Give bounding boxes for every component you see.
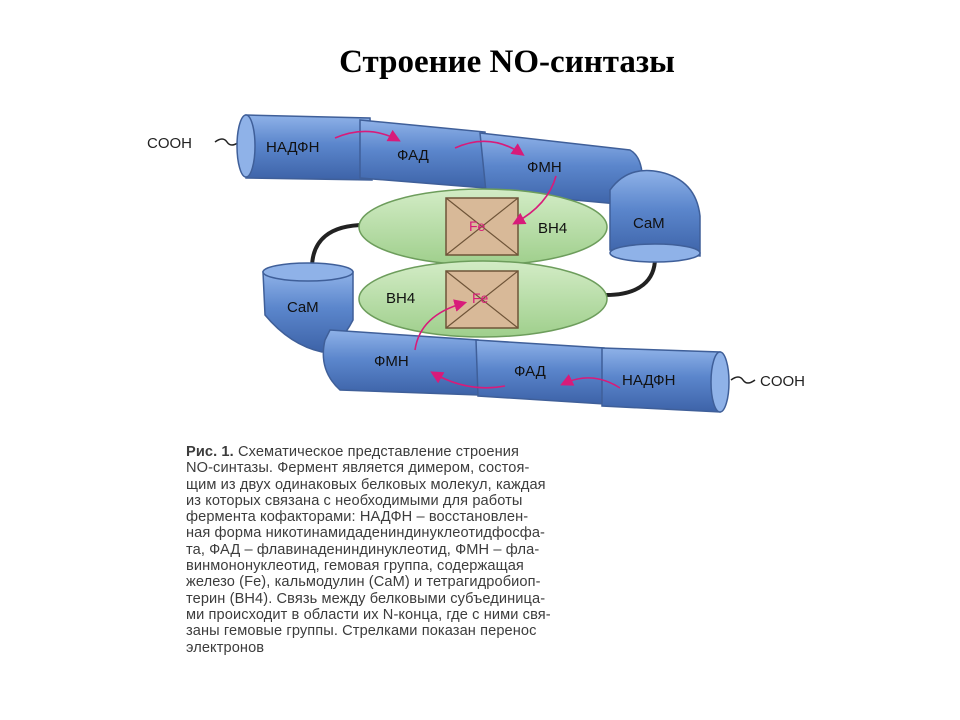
caption-line-12: заны гемовые группы. Стрелками показан п… <box>186 623 537 640</box>
right-linker <box>605 257 657 297</box>
bottom-bh4-label: BH4 <box>386 290 415 307</box>
bottom-fad-segment: ФАД <box>475 339 605 405</box>
caption-line-1: Рис. 1. Схематическое представление стро… <box>186 444 520 460</box>
caption-line-9: железо (Fe), кальмодулин (CaM) и тетраги… <box>186 574 541 591</box>
top-fmn-label: ФМН <box>527 159 562 176</box>
cooh-right-label: COOH <box>760 373 805 390</box>
bottom-cam-label: CaM <box>287 299 319 316</box>
caption-line-8: винмононуклеотид, гемовая группа, содерж… <box>186 558 524 575</box>
caption-line-7: та, ФАД – флавинадениндинуклеотид, ФМН –… <box>186 541 540 558</box>
top-cam-segment: CaM <box>609 169 701 263</box>
caption-line-5: фермента кофакторами: НАДФН – восстановл… <box>186 509 529 526</box>
caption-line-2: NO-синтазы. Фермент является димером, со… <box>186 460 530 477</box>
top-nadph-segment: НАДФН <box>236 114 373 181</box>
left-linker <box>310 223 366 269</box>
arrow-fad-fmn-top <box>454 140 525 156</box>
top-nadph-label: НАДФН <box>266 139 319 156</box>
caption-line-3: щим из двух одинаковых белковых молекул,… <box>186 476 546 493</box>
caption-label: Рис. 1. <box>186 444 234 460</box>
arrow-nadph-fad-top <box>334 129 401 142</box>
figure-caption: Рис. 1. Схематическое представление стро… <box>186 444 796 656</box>
nos-structure-diagram: COOH НАДФН ФАД ФМН CaM Fe BH4 CaM <box>147 114 805 413</box>
cooh-left-tail <box>214 138 240 146</box>
top-fad-segment: ФАД <box>359 119 487 189</box>
cooh-left-label: COOH <box>147 135 192 152</box>
top-heme-oval: Fe BH4 <box>358 188 608 266</box>
bottom-fmn-segment: ФМН <box>322 329 479 396</box>
caption-line-13: электронов <box>186 639 265 656</box>
caption-line-6: ная форма никотинамидадениндинуклеотидфо… <box>186 525 546 542</box>
top-fe-label: Fe <box>469 218 486 234</box>
caption-line-11: ми происходит в области их N-конца, где … <box>186 606 551 623</box>
bottom-fad-label: ФАД <box>514 363 546 380</box>
bottom-fmn-label: ФМН <box>374 353 409 370</box>
caption-line-4: из которых связана с необходимыми для ра… <box>186 492 523 509</box>
bottom-heme-oval: Fe BH4 <box>358 260 608 338</box>
arrow-fmn-fe-bottom <box>414 299 468 351</box>
slide-title: Строение NO-синтазы <box>339 44 675 80</box>
arrow-nadph-fad-bottom <box>560 374 621 389</box>
caption-line-10: терин (BH4). Связь между белковыми субъе… <box>186 590 546 607</box>
arrow-fmn-fe-top <box>512 175 557 225</box>
bottom-nadph-segment: НАДФН <box>601 347 730 413</box>
top-fad-label: ФАД <box>397 147 429 164</box>
bottom-fe-label: Fe <box>472 290 489 306</box>
top-cam-label: CaM <box>633 215 665 232</box>
cooh-right-tail <box>730 376 756 384</box>
bottom-nadph-label: НАДФН <box>622 372 675 389</box>
top-bh4-label: BH4 <box>538 220 567 237</box>
arrow-fad-fmn-bottom <box>430 371 506 389</box>
